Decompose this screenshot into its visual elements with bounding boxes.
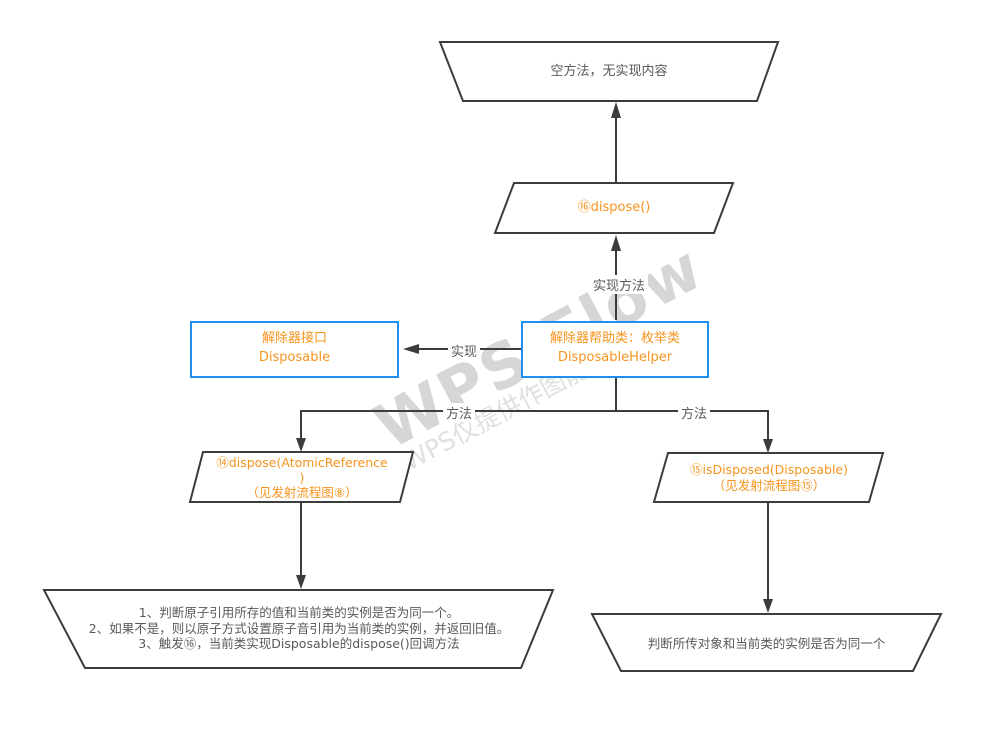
node-dispose-atomic-shape [188,451,415,503]
arrowhead-up-dispose [611,235,621,251]
node-dispose-atomic-line1: ⑭dispose(AtomicReference [216,455,388,470]
node-dispose-label: ⑯dispose() [577,200,651,215]
node-dispose-atomic-line2: ) [299,469,305,485]
arrowhead-down-judge [763,599,773,613]
node-dispose-shape [493,182,735,234]
node-helper-line1: 解除器帮助类：枚举类 [549,331,680,346]
arrowhead-down-isdisposed [763,439,773,453]
node-atomic-steps-line2: 2、如果不是，则以原子方式设置原子音引用为当前类的实例，并返回旧值。 [88,620,510,636]
arrowhead-up-empty [611,102,621,118]
node-isdisposed-label: ⑮isDisposed(Disposable) （见发射流程图⑮） [654,462,884,495]
node-isdisposed-line2: （见发射流程图⑮） [712,478,826,494]
node-atomic-steps-shape [42,589,555,669]
node-disposable-shape [190,321,399,378]
node-judge-same-label: 判断所传对象和当前类的实例是否为同一个 [647,636,886,651]
edge-label-method-right: 方法 [678,403,711,422]
node-empty-method-label: 空方法，无实现内容 [550,64,668,79]
node-helper-shape [521,321,709,378]
arrowhead-down-dispose-atomic [296,438,306,452]
node-disposable-label: 解除器接口 Disposable [191,330,398,368]
node-disposable-line1: 解除器接口 [261,331,327,346]
node-atomic-steps-label: 1、判断原子引用所存的值和当前类的实例是否为同一个。 2、如果不是，则以原子方式… [60,605,538,652]
node-helper-line2: DisposableHelper [557,349,673,365]
edge-label-implement: 实现 [448,341,481,360]
arrowhead-down-steps [296,575,306,589]
node-empty-method-shape [438,41,780,102]
node-helper-label: 解除器帮助类：枚举类 DisposableHelper [522,330,708,368]
node-isdisposed-line1: ⑮isDisposed(Disposable) [689,462,849,477]
arrowhead-left-disposable [403,344,419,354]
node-atomic-steps-line3: 3、触发⑯，当前类实现Disposable的dispose()回调方法 [138,636,460,651]
node-judge-same-shape [590,613,943,672]
node-dispose-atomic-line3: （见发射流程图⑧） [246,484,358,500]
node-atomic-steps-line1: 1、判断原子引用所存的值和当前类的实例是否为同一个。 [138,605,460,620]
node-isdisposed-shape [652,452,885,503]
node-disposable-line2: Disposable [258,349,331,365]
node-dispose-atomic-label: ⑭dispose(AtomicReference ) （见发射流程图⑧） [190,455,414,500]
edge-label-implement-method: 实现方法 [590,275,649,294]
edge-label-method-left: 方法 [443,403,476,422]
